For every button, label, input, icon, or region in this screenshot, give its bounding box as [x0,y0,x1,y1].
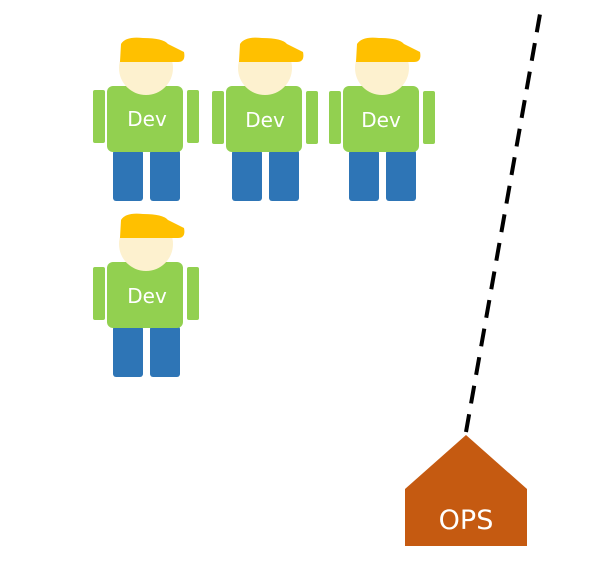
left-arm [212,91,224,144]
dev-figure: Dev [212,37,318,201]
right-arm [187,267,199,320]
dev-label: Dev [127,284,167,308]
hat [120,213,185,238]
right-leg [150,326,180,377]
left-leg [113,326,143,377]
left-leg [232,150,262,201]
right-arm [423,91,435,144]
left-arm [93,90,105,143]
torso [107,86,183,152]
dev-label: Dev [245,108,285,132]
dev-label: Dev [127,107,167,131]
torso [107,262,183,328]
right-arm [306,91,318,144]
dashed-connector [464,13,542,433]
torso [343,86,419,152]
left-arm [93,267,105,320]
dev-figure: Dev [93,37,199,201]
left-leg [113,150,143,201]
torso [226,86,302,152]
dev-figure: Dev [93,213,199,377]
right-leg [386,150,416,201]
left-arm [329,91,341,144]
right-leg [150,150,180,201]
dev-label: Dev [361,108,401,132]
hat [120,37,185,62]
ops-label: OPS [439,505,494,536]
left-leg [349,150,379,201]
ops-block: OPS [405,435,527,546]
right-leg [269,150,299,201]
hat [356,37,421,62]
ops-house-shape [405,435,527,546]
dev-figure: Dev [329,37,435,201]
right-arm [187,90,199,143]
hat [239,37,304,62]
